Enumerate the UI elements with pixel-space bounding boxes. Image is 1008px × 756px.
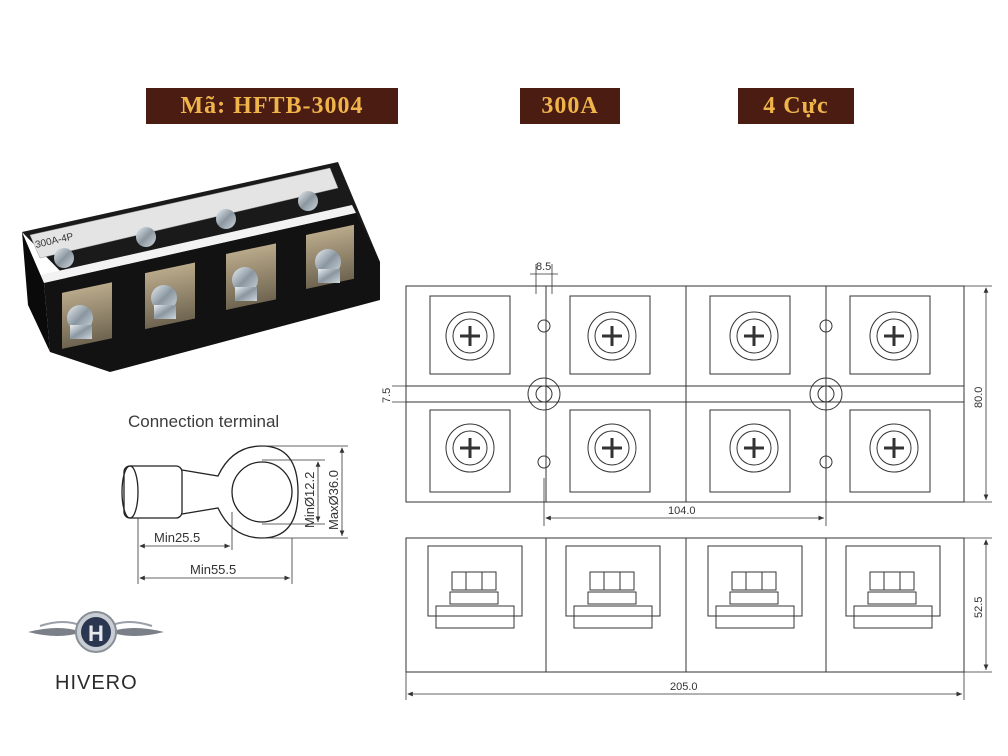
mounting-hole [537,455,551,469]
side-terminal-cells [427,545,941,629]
dim-min-25-label: Min25.5 [154,530,200,545]
dim-104-label: 104.0 [668,505,696,517]
center-hole [527,377,561,411]
center-hole [809,377,843,411]
dim-min-12-label: MinØ12.2 [302,472,317,528]
terminal-barrel-end [121,465,139,519]
side-view-drawing [405,537,992,700]
mounting-hole [819,455,833,469]
top-terminal-row [429,295,931,375]
dim-min-55-label: Min55.5 [190,562,236,577]
dim-52-5-label: 52.5 [973,597,985,618]
product-photo: 300A-4P [22,162,380,372]
dim-max-36-label: MaxØ36.0 [326,470,341,530]
mounting-hole [537,319,551,333]
terminal-ring-hole [231,461,293,523]
dim-7-5-label: 7.5 [381,388,393,403]
terminal-ring-outline [181,445,299,539]
front-row-terminals [62,224,354,349]
brand-logo: H [28,611,164,653]
connection-terminal-title: Connection terminal [128,412,280,431]
bottom-terminal-row [429,409,931,493]
ring-terminal-drawing [121,445,348,584]
side-screw-heads [449,571,917,605]
brand-name: HIVERO [55,672,138,694]
top-view-outline [405,285,965,503]
product-code-badge: Mã: HFTB-3004 [146,88,398,124]
mounting-hole [819,319,833,333]
dim-205-label: 205.0 [670,681,698,693]
dim-80-label: 80.0 [973,387,985,408]
side-view-outline [405,537,965,673]
dim-8-5-label: 8.5 [536,261,551,273]
top-view-drawing [392,264,992,526]
pole-count-badge: 4 Cực [738,88,854,124]
terminal-barrel [123,465,183,519]
logo-letter: H [88,621,104,646]
back-row-screws [54,191,318,268]
current-rating-badge: 300A [520,88,620,124]
